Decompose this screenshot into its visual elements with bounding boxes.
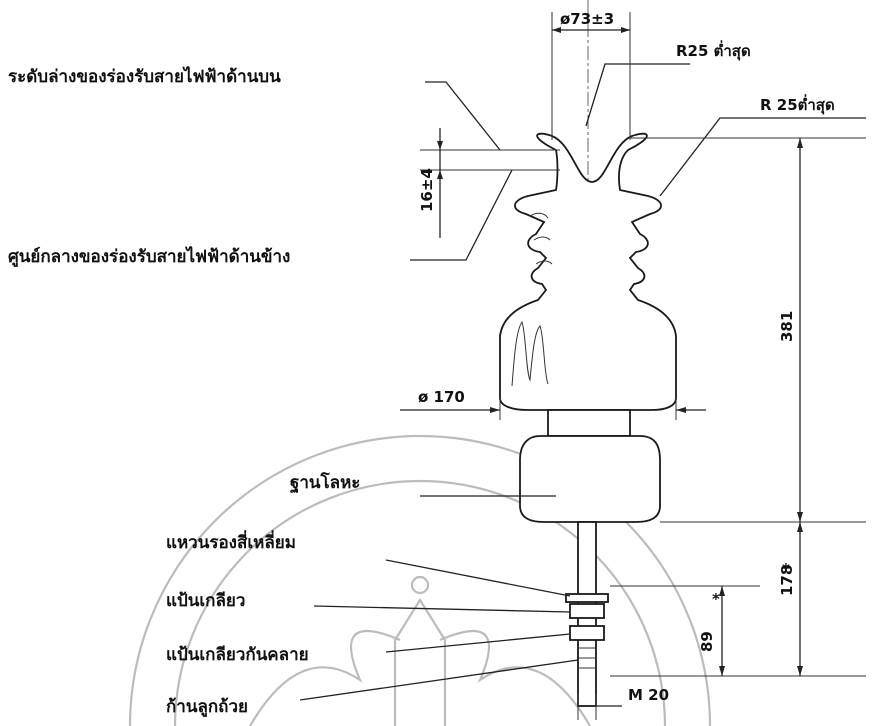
dim-side-radius: R 25ต่ำสุด	[760, 94, 835, 115]
label-lock-nut: แป้นเกลียวกันคลาย	[166, 644, 309, 665]
label-nut: แป้นเกลียว	[166, 590, 245, 611]
dim-thread-length: 89	[698, 631, 716, 652]
label-top-groove-level: ระดับล่างของร่องรับสายไฟฟ้าด้านบน	[8, 66, 281, 87]
dim-skirt-diameter: ø 170	[418, 388, 465, 406]
dim-pin-length: 178	[778, 565, 796, 596]
label-metal-base: ฐานโลหะ	[290, 472, 360, 494]
insulator-neck	[547, 409, 631, 437]
watermark-seal	[128, 434, 712, 726]
dim-thread-size: M 20	[628, 686, 669, 704]
dim-pin-asterisk: *	[782, 560, 790, 578]
dim-thread-asterisk: *	[712, 590, 720, 608]
label-side-groove-center: ศูนย์กลางของร่องรับสายไฟฟ้าด้านข้าง	[8, 246, 290, 268]
dimension-lines	[299, 12, 866, 720]
dim-top-radius: R25 ต่ำสุด	[676, 40, 751, 61]
dim-total-height: 381	[778, 311, 796, 342]
label-square-washer: แหวนรองสี่เหลี่ยม	[166, 530, 296, 553]
dim-groove-offset: 16±4	[418, 168, 436, 212]
insulator-body	[499, 132, 677, 411]
pin-stem	[565, 521, 609, 707]
dim-top-groove-diameter: ø73±3	[560, 10, 614, 28]
metal-base	[519, 435, 661, 523]
label-pin-stem: ก้านลูกถ้วย	[166, 697, 248, 718]
